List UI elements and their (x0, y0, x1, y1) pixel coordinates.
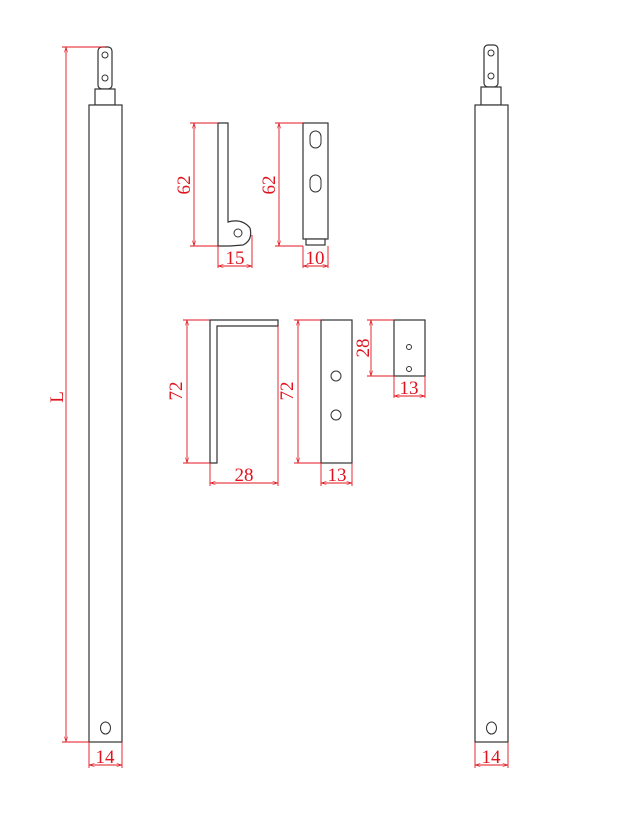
length-label: L (47, 391, 68, 403)
flat-height-label: 72 (277, 382, 298, 401)
hook-width-label: 15 (226, 248, 245, 269)
hook-part: 62 15 (174, 122, 253, 269)
angle-height-label: 72 (166, 382, 187, 401)
right-rod-width-dimension: 14 (474, 742, 509, 768)
small-height-label: 28 (353, 339, 374, 358)
slotted-plate: 62 10 (259, 122, 329, 269)
plate-height-label: 62 (259, 176, 280, 195)
small-width-label: 13 (400, 378, 419, 399)
left-rod-length-dimension: L (47, 46, 105, 743)
left-rod (88, 46, 123, 743)
small-plate: 28 13 (353, 319, 426, 399)
right-rod (474, 44, 509, 743)
hook-height-label: 62 (174, 176, 195, 195)
angle-bracket: 72 28 (166, 319, 279, 486)
flat-bracket: 72 13 (277, 319, 353, 486)
right-width-label: 14 (482, 747, 502, 768)
flat-width-label: 13 (328, 465, 347, 486)
angle-width-label: 28 (235, 465, 254, 486)
plate-width-label: 10 (306, 248, 325, 269)
left-width-label: 14 (96, 747, 116, 768)
left-rod-width-dimension: 14 (88, 742, 123, 768)
